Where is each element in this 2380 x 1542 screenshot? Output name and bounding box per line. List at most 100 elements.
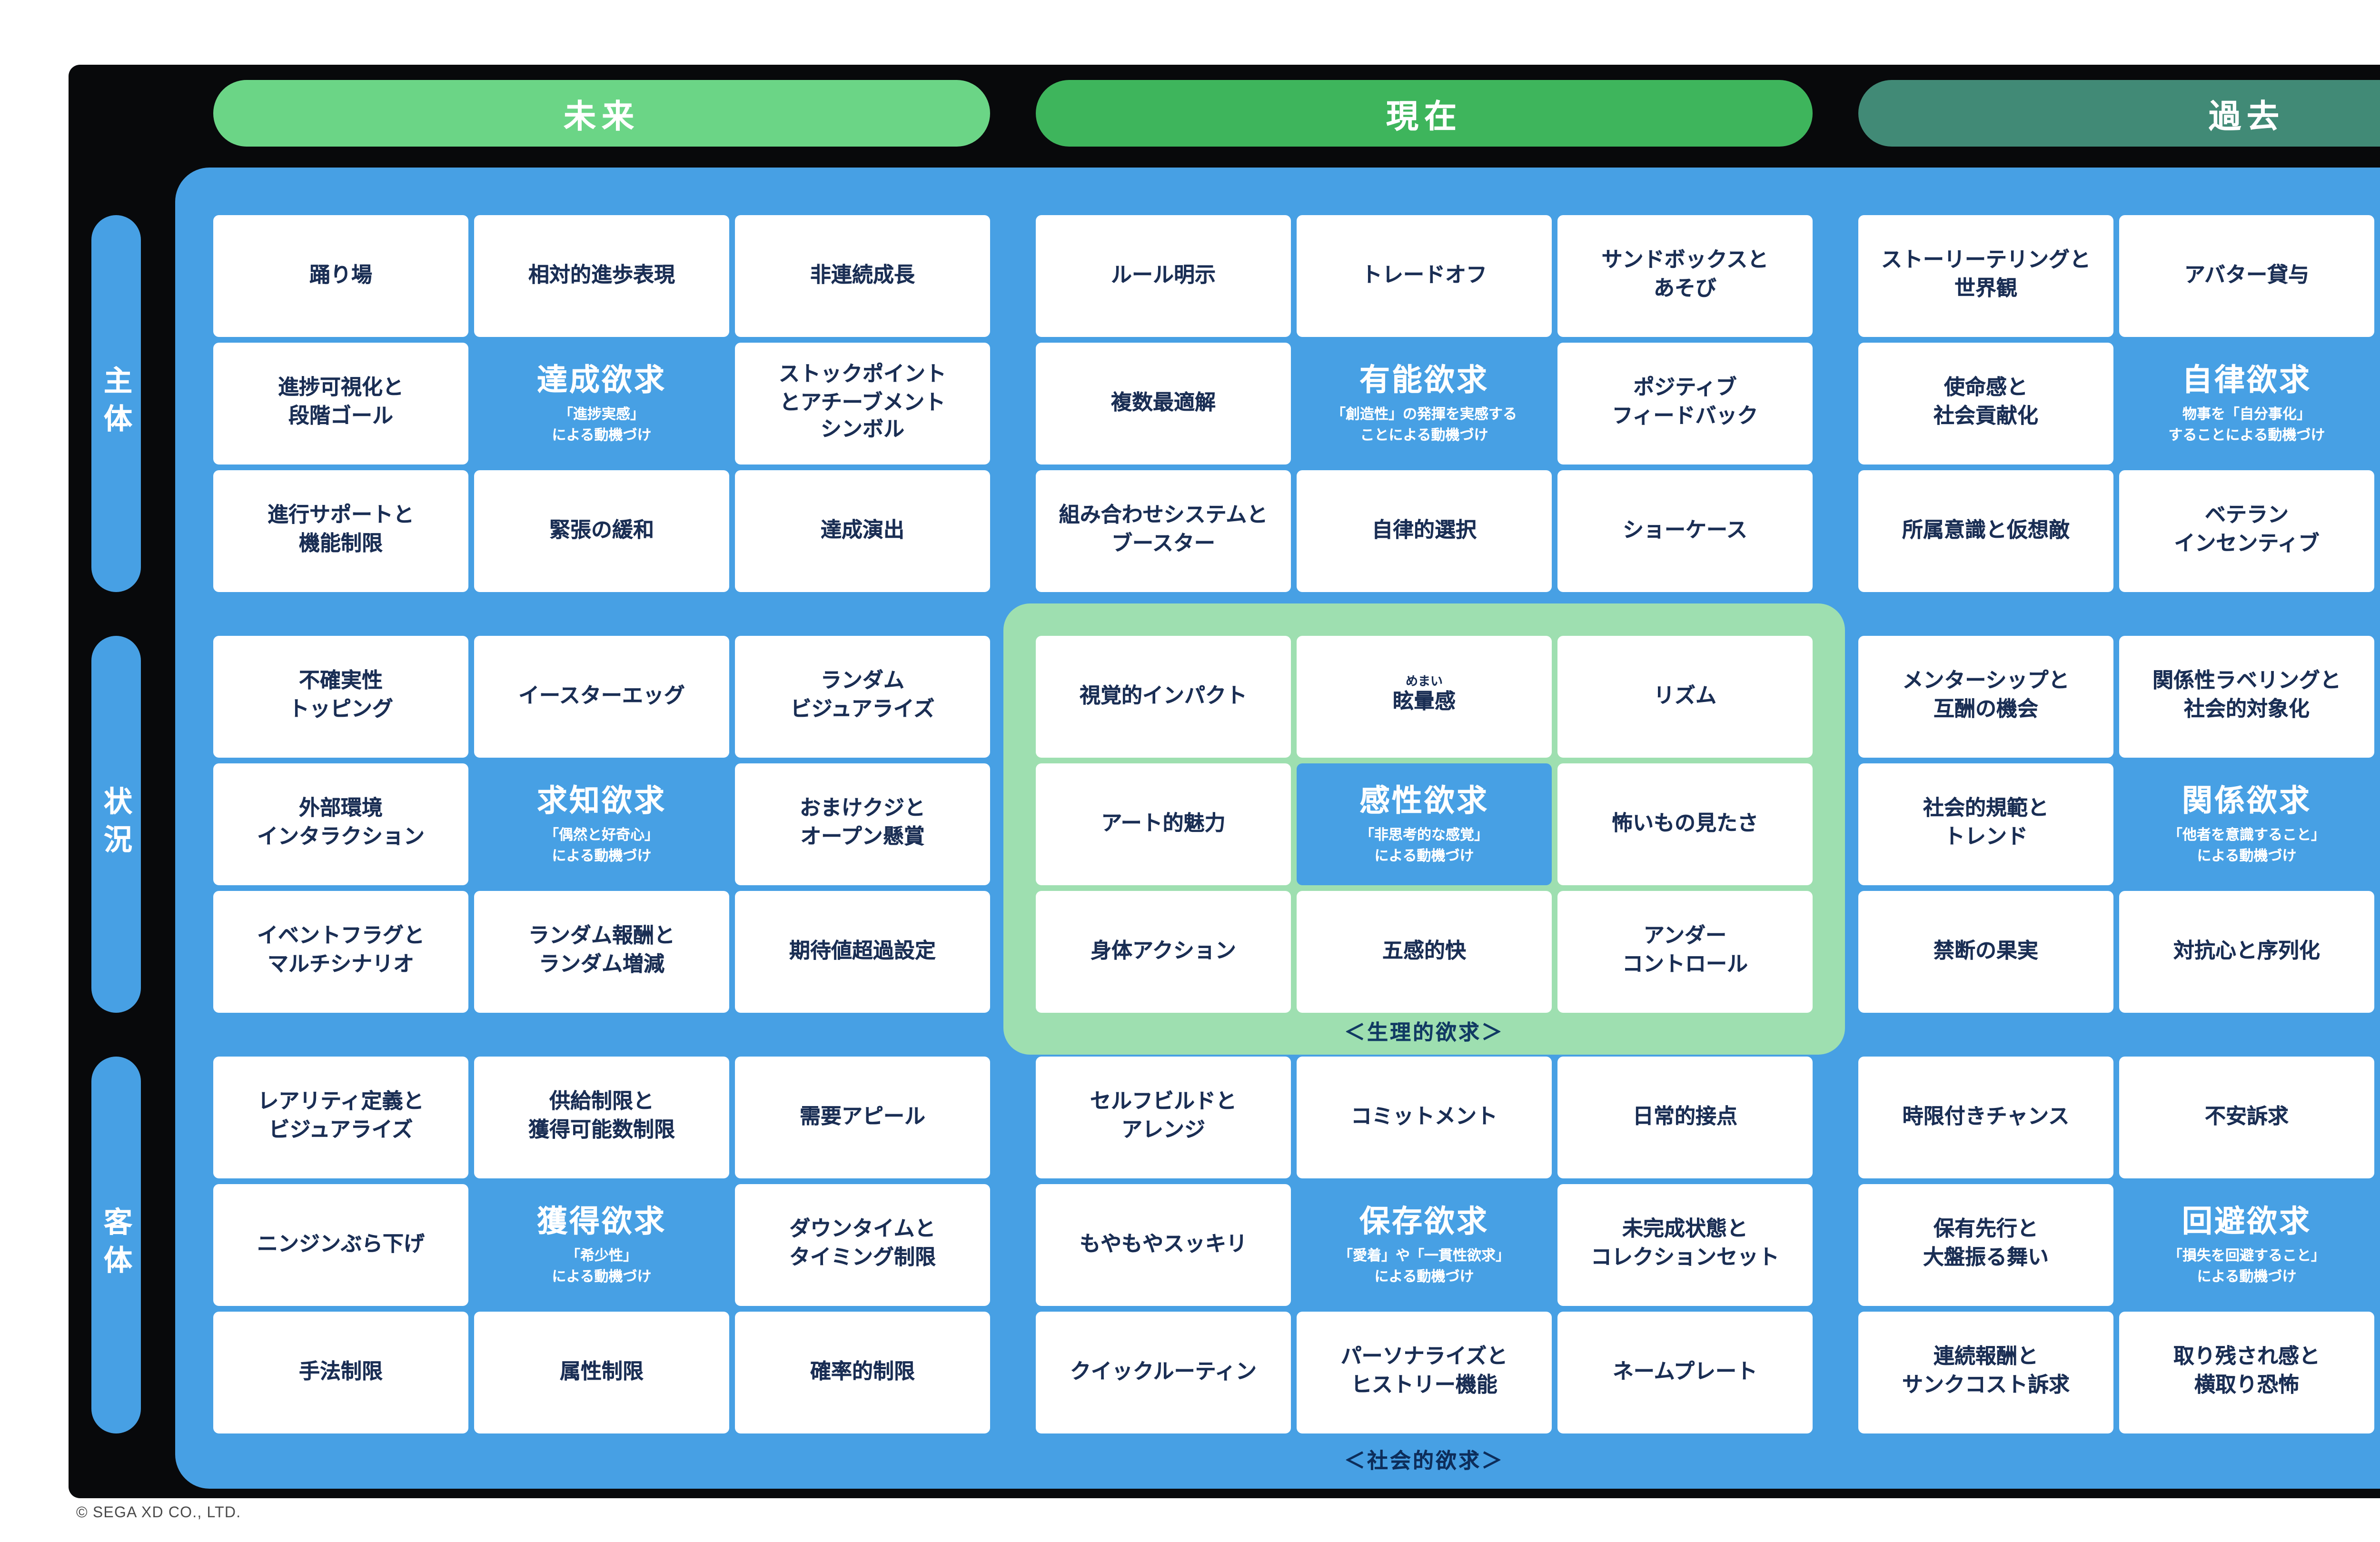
cell-label: 手法制限 xyxy=(299,1360,383,1384)
block-主体-過去: ストーリーテリングと 世界観アバター貸与一石二鳥 チュートリアル使命感と 社会貢… xyxy=(1858,215,2380,592)
cell-label: 相対的進歩表現 xyxy=(528,264,675,287)
cell-label: 視覚的インパクト xyxy=(1080,684,1247,708)
method-cell: アート的魅力 xyxy=(1036,763,1291,885)
cell-label: 緊張の緩和 xyxy=(549,519,654,542)
method-cell: 外部環境 インタラクション xyxy=(213,763,468,885)
column-header-present: 現在 xyxy=(1036,80,1813,147)
desire-title: 求知欲求 xyxy=(536,785,666,818)
cell-label: 不安訴求 xyxy=(2205,1105,2289,1128)
method-cell: 組み合わせシステムと ブースター xyxy=(1036,470,1291,592)
method-cell: 相対的進歩表現 xyxy=(474,215,729,337)
cell-label: 所属意識と仮想敵 xyxy=(1902,519,2070,542)
cell-label: 取り残され感と 横取り恐怖 xyxy=(2173,1346,2320,1397)
matrix-panel: ＜生理的欲求＞ 踊り場相対的進歩表現非連続成長進捗可視化と 段階ゴール達成欲求「… xyxy=(175,168,2380,1489)
method-cell: ストーリーテリングと 世界観 xyxy=(1858,215,2113,337)
cell-label: ストーリーテリングと 世界観 xyxy=(1881,250,2091,301)
cell-label: ニンジンぶら下げ xyxy=(257,1233,425,1256)
method-cell: ネームプレート xyxy=(1557,1312,1813,1433)
cell-label: 進行サポートと 機能制限 xyxy=(268,505,414,556)
method-cell: おまけクジと オープン懸賞 xyxy=(735,763,990,885)
cell-label: おまけクジと オープン懸賞 xyxy=(800,798,925,849)
method-cell: 社会的規範と トレンド xyxy=(1858,763,2113,885)
method-cell: 手法制限 xyxy=(213,1312,468,1433)
desire-subtitle: 「非思考的な感覚」 による動機づけ xyxy=(1360,825,1488,864)
cell-label: コミットメント xyxy=(1351,1105,1497,1128)
cell-label: 時限付きチャンス xyxy=(1902,1105,2070,1128)
cell-label: 五感的快 xyxy=(1382,939,1466,963)
method-cell: めまい眩暈感 xyxy=(1297,636,1552,758)
cell-label: 眩暈感 xyxy=(1393,692,1456,715)
band-状況: 不確実性 トッピングイースターエッグランダム ビジュアライズ外部環境 インタラク… xyxy=(213,636,2380,1013)
method-cell: ランダム報酬と ランダム増減 xyxy=(474,891,729,1013)
cell-label: 怖いもの見たさ xyxy=(1612,812,1758,835)
cell-label: ベテラン インセンティブ xyxy=(2174,505,2320,556)
desire-cell: 保存欲求「愛着」や「一貫性欲求」 による動機づけ xyxy=(1297,1184,1552,1306)
method-cell: 進捗可視化と 段階ゴール xyxy=(213,343,468,465)
method-cell: 需要アピール xyxy=(735,1057,990,1178)
method-cell: 怖いもの見たさ xyxy=(1557,763,1813,885)
cell-label: トレードオフ xyxy=(1361,264,1487,287)
method-cell: 自律的選択 xyxy=(1297,470,1552,592)
method-cell: 未完成状態と コレクションセット xyxy=(1557,1184,1813,1306)
desire-subtitle: 「創造性」の発揮を実感する ことによる動機づけ xyxy=(1331,405,1517,443)
method-cell: レアリティ定義と ビジュアライズ xyxy=(213,1057,468,1178)
cell-label: メンターシップと 互酬の機会 xyxy=(1902,671,2070,722)
method-cell: もやもやスッキリ xyxy=(1036,1184,1291,1306)
cell-label: 達成演出 xyxy=(821,519,904,542)
block-客体-現在: セルフビルドと アレンジコミットメント日常的接点もやもやスッキリ保存欲求「愛着」… xyxy=(1036,1057,1813,1433)
cell-label: ルール明示 xyxy=(1111,264,1216,287)
block-客体-過去: 時限付きチャンス不安訴求いちる保証と一縷の望み保有先行と 大盤振る舞い回避欲求「… xyxy=(1858,1057,2380,1433)
method-cell: 取り残され感と 横取り恐怖 xyxy=(2119,1312,2374,1433)
method-cell: トレードオフ xyxy=(1297,215,1552,337)
desire-subtitle: 「希少性」 による動機づけ xyxy=(552,1246,652,1285)
cell-label: 連続報酬と サンクコスト訴求 xyxy=(1902,1346,2070,1397)
copyright: © SEGA XD CO., LTD. xyxy=(76,1504,241,1521)
cell-label: 組み合わせシステムと ブースター xyxy=(1059,505,1268,556)
method-cell: 不安訴求 xyxy=(2119,1057,2374,1178)
row-header-subject: 主体 xyxy=(91,215,141,592)
desire-subtitle: 「偶然と好奇心」 による動機づけ xyxy=(545,825,659,864)
desire-cell: 関係欲求「他者を意識すること」 による動機づけ xyxy=(2119,763,2374,885)
cell-label: 期待値超過設定 xyxy=(789,939,936,963)
method-cell: アンダー コントロール xyxy=(1557,891,1813,1013)
method-cell: 供給制限と 獲得可能数制限 xyxy=(474,1057,729,1178)
cell-label: ストックポイント とアチーブメント シンボル xyxy=(779,364,946,442)
cell-label: 複数最適解 xyxy=(1111,391,1216,415)
method-cell: 禁断の果実 xyxy=(1858,891,2113,1013)
cell-label: ランダム報酬と ランダム増減 xyxy=(528,926,675,977)
method-cell: 確率的制限 xyxy=(735,1312,990,1433)
desire-cell: 有能欲求「創造性」の発揮を実感する ことによる動機づけ xyxy=(1297,343,1552,465)
method-cell: 期待値超過設定 xyxy=(735,891,990,1013)
method-cell: 日常的接点 xyxy=(1557,1057,1813,1178)
method-cell: 視覚的インパクト xyxy=(1036,636,1291,758)
method-cell: コミットメント xyxy=(1297,1057,1552,1178)
column-header-past: 過去 xyxy=(1858,80,2380,147)
method-cell: 緊張の緩和 xyxy=(474,470,729,592)
method-cell: ショーケース xyxy=(1557,470,1813,592)
method-cell: 複数最適解 xyxy=(1036,343,1291,465)
cell-label: 関係性ラベリングと 社会的対象化 xyxy=(2152,671,2341,722)
cell-label: 身体アクション xyxy=(1091,939,1236,963)
physiological-label: ＜生理的欲求＞ xyxy=(1344,1022,1504,1045)
block-客体-未来: レアリティ定義と ビジュアライズ供給制限と 獲得可能数制限 需要アピールニンジンぶ… xyxy=(213,1057,990,1433)
block-主体-現在: ルール明示トレードオフサンドボックスと あそび複数最適解有能欲求「創造性」の発揮… xyxy=(1036,215,1813,592)
desire-title: 保存欲求 xyxy=(1359,1206,1489,1239)
method-cell: クイックルーティン xyxy=(1036,1312,1291,1433)
cell-label: 日常的接点 xyxy=(1633,1105,1737,1128)
method-cell: イースターエッグ xyxy=(474,636,729,758)
cell-label: アンダー コントロール xyxy=(1622,926,1748,977)
method-cell: リズム xyxy=(1557,636,1813,758)
method-cell: 属性制限 xyxy=(474,1312,729,1433)
method-cell: 連続報酬と サンクコスト訴求 xyxy=(1858,1312,2113,1433)
cell-label: 踊り場 xyxy=(309,264,372,287)
method-cell: ベテラン インセンティブ xyxy=(2119,470,2374,592)
method-cell: ランダム ビジュアライズ xyxy=(735,636,990,758)
cell-label: イースターエッグ xyxy=(518,684,685,708)
desire-title: 関係欲求 xyxy=(2182,785,2311,818)
row-header-object: 客体 xyxy=(91,1057,141,1433)
method-cell: 達成演出 xyxy=(735,470,990,592)
method-cell: メンターシップと 互酬の機会 xyxy=(1858,636,2113,758)
cell-label: 需要アピール xyxy=(800,1105,925,1128)
cell-label: 禁断の果実 xyxy=(1934,939,2038,963)
